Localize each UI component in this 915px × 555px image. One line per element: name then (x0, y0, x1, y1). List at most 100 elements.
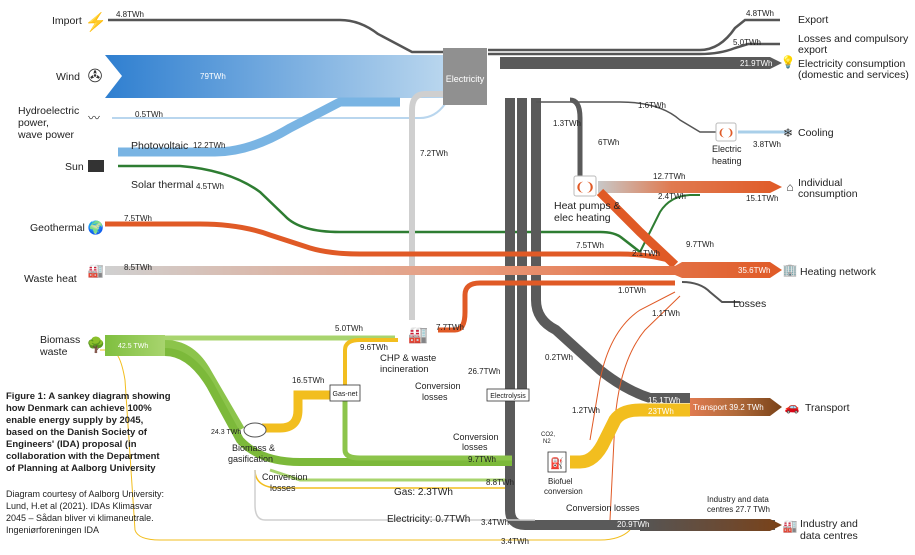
electric-heating-node[interactable] (715, 122, 737, 142)
val-geothermal: 7.5TWh (124, 214, 152, 223)
caption-title-4: based on the Danish Society of (6, 427, 148, 438)
gas-net-node[interactable] (329, 384, 361, 402)
car-icon: 🚗 (785, 400, 800, 414)
transport-label: Transport (805, 402, 850, 414)
val-transport-fuel: 23TWh (648, 407, 674, 416)
conv-losses-electrolysis-1: Conversion (453, 432, 499, 442)
export-label: Export (798, 14, 828, 26)
val-solar-thermal: 4.5TWh (196, 182, 224, 191)
chp-label-2: incineration (380, 364, 429, 375)
fuel-pump-icon: ⛽ (550, 457, 564, 470)
val-elec-7-2: 7.2TWh (420, 149, 448, 158)
val-export: 4.8TWh (746, 9, 774, 18)
val-import: 4.8TWh (116, 10, 144, 19)
heat-pumps-label-2: elec heating (554, 212, 611, 224)
val-chp-heat: 7.7TWh (436, 323, 464, 332)
city-icon: 🏢 (783, 263, 798, 277)
bio-long-line (100, 349, 631, 541)
val-to-electric-heating: 1.6TWh (638, 101, 666, 110)
losses-flow (681, 281, 740, 303)
electrolysis-label: Electrolysis (490, 393, 526, 400)
hydro-label-3: wave power (17, 129, 75, 141)
elec-consumption-flow (488, 57, 782, 69)
elec-to-industry-flow (505, 98, 775, 530)
bio-to-biofuel-flow (164, 348, 512, 466)
val-gasnet-16-5: 16.5TWh (292, 376, 324, 385)
electrolysis-node[interactable] (486, 388, 530, 402)
geothermal-flow (105, 221, 676, 265)
val-losses-export: 5.0TWh (733, 38, 761, 47)
wind-flow (105, 55, 445, 98)
hp-to-network-flow (596, 188, 679, 269)
heat-pumps-icon: ❨❩ (575, 180, 595, 194)
biomass-label-2: waste (39, 346, 68, 358)
wave-icon: 〰 (88, 111, 100, 125)
labels: Import Wind Hydroelectric power, wave po… (17, 9, 909, 546)
import-label: Import (52, 15, 82, 27)
losses-export-label-1: Losses and compulsory (798, 33, 909, 45)
export-flow (488, 18, 780, 52)
heating-network-label: Heating network (800, 266, 877, 278)
electric-heating-label-1: Electric (712, 144, 742, 154)
pylon-icon: ⚡ (85, 11, 107, 33)
biofuel-label-2: conversion (544, 487, 583, 496)
electricity-node[interactable] (443, 48, 487, 105)
co2-label-2: N2 (543, 439, 551, 445)
val-individual-in: 12.7TWh (653, 172, 685, 181)
val-heating-network: 35.6TWh (738, 266, 770, 275)
conv-losses-gasification-2: losses (270, 483, 296, 493)
icons: ⚡ ✇ 〰 🌍 🏭 🌳 💡 ❄ ⌂ 🏢 🚗 🏭 (85, 11, 800, 533)
hydro-flow (112, 103, 446, 119)
solar-thermal-flow (118, 164, 641, 253)
electricity-node-label: Electricity (446, 74, 485, 84)
caption-title-2: how Denmark can achieve 100% (6, 403, 152, 414)
elec-consumption-label-2: (domestic and services) (798, 69, 909, 81)
heat-pumps-node[interactable] (573, 175, 597, 197)
gasification-node[interactable] (243, 422, 267, 438)
flows (100, 18, 790, 541)
caption-source-3: 2045 – Sådan bliver vi klimaneutrale. (6, 513, 154, 523)
biofuel-node[interactable] (547, 451, 567, 473)
chp-node[interactable] (398, 322, 438, 342)
factory-icon: 🏭 (408, 326, 428, 344)
individual-label-2: consumption (798, 188, 858, 200)
import-flow (108, 18, 445, 54)
val-electrolysis-in: 26.7TWh (468, 367, 500, 376)
val-biomass: 42.5 TWh (118, 343, 148, 350)
elec-consumption-label-1: Electricity consumption (798, 58, 906, 70)
val-industry-3-4b: 3.4TWh (501, 537, 529, 546)
gas-net-label: Gas-net (333, 391, 358, 398)
val-solar-net: 2.1TWh (632, 249, 660, 258)
chp-heat-flow (438, 280, 675, 333)
individual-label-1: Individual (798, 177, 842, 189)
val-elec-consumption: 21.9TWh (740, 59, 772, 68)
gas-to-biofuel-flow (342, 400, 512, 461)
val-gas-line: Gas: 2.3TWh (394, 487, 453, 498)
gasnet-to-chp-flow (343, 338, 398, 385)
val-bio-chp: 5.0TWh (335, 324, 363, 333)
val-transport-elec: 15.1TWh (648, 396, 680, 405)
bio-8-8-line (269, 468, 505, 482)
losses-export-label-2: export (798, 44, 827, 56)
geothermal-label: Geothermal (30, 222, 85, 234)
solar-panel-icon (88, 160, 104, 172)
caption-source-4: Ingeniørforeningen IDA (6, 525, 99, 535)
val-industry-20-9: 20.9TWh (617, 520, 649, 529)
val-elec-1-3: 1.3TWh (553, 119, 581, 128)
val-losses-1-1: 1.1TWh (652, 309, 680, 318)
val-industry-total-2: centres 27.7 TWh (707, 505, 770, 514)
house-icon: ⌂ (786, 180, 793, 194)
bulb-icon: 💡 (781, 55, 796, 69)
val-chp-9-6: 9.6TWh (360, 343, 388, 352)
industry-flow (640, 519, 782, 531)
pv-flow (118, 97, 400, 157)
val-individual-solar: 2.4TWh (658, 192, 686, 201)
elec-to-transport-flow (531, 98, 690, 403)
gasification-label-1: Biomass & (232, 443, 275, 453)
val-elec-1-2: 1.2TWh (572, 406, 600, 415)
industry-label-1: Industry and (800, 518, 858, 530)
conv-losses-chp-2: losses (422, 392, 448, 402)
losses-export-flow (488, 42, 780, 56)
caption-title-1: Figure 1: A sankey diagram showing (6, 391, 171, 402)
